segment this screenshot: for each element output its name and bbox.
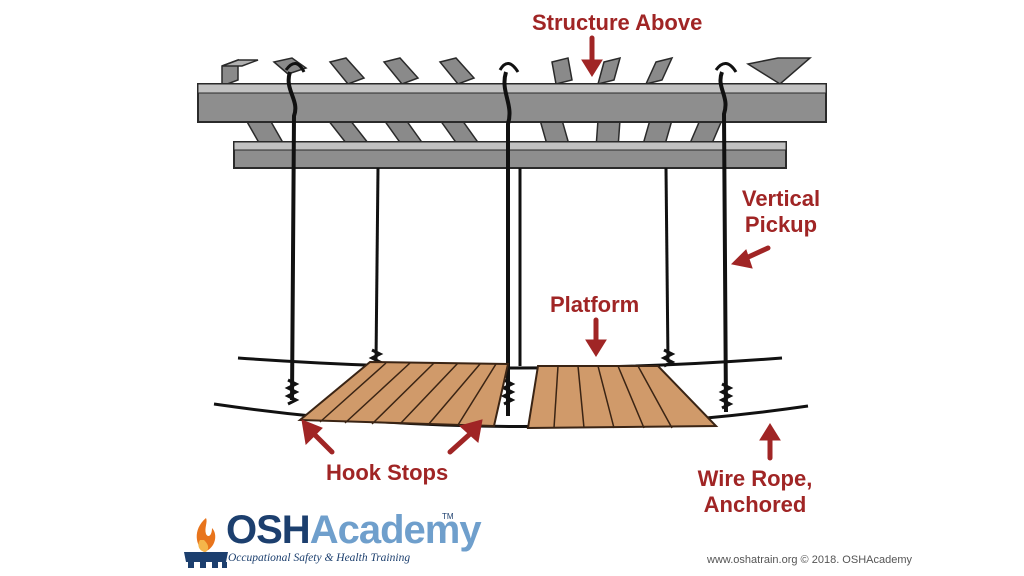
- arrow-vertical-pickup: [730, 245, 771, 269]
- logo-name: OSHAcademy: [226, 508, 482, 552]
- callout-arrows: [301, 35, 781, 461]
- vertical-pickup-ropes: [284, 62, 738, 416]
- label-hook-stops: Hook Stops: [326, 460, 449, 485]
- label-vertical-pickup-line2: Pickup: [744, 212, 818, 237]
- joist: [551, 57, 573, 85]
- arrow-structure-above: [581, 35, 603, 77]
- arrow-wire-rope: [759, 423, 781, 461]
- wire-rope-lower: [213, 402, 809, 429]
- label-wire-rope-line1: Wire Rope,: [697, 466, 813, 491]
- logo-tagline: Occupational Safety & Health Training: [228, 552, 411, 564]
- pickup-rope: [502, 71, 512, 416]
- joist: [438, 57, 476, 85]
- arrow-hook-stop-left: [301, 419, 335, 455]
- label-wire-rope-line2: Anchored: [703, 492, 807, 517]
- platform-right: [526, 365, 719, 430]
- pickup-loop: [714, 62, 738, 73]
- arrow-hook-stop-right: [447, 419, 483, 455]
- oshacademy-logo: OSHAcademy TM Occupational Safety & Heal…: [176, 506, 482, 570]
- joist: [746, 57, 813, 85]
- pickup-loop: [284, 62, 306, 73]
- joist: [596, 56, 622, 86]
- pickup-loop: [498, 62, 520, 73]
- pickup-rope: [286, 71, 298, 401]
- wire-rope-upper: [237, 356, 783, 370]
- platform-left: [297, 360, 510, 428]
- wire-ropes: [213, 356, 809, 429]
- joist: [382, 57, 420, 85]
- label-structure-above: Structure Above: [532, 10, 703, 35]
- joist: [221, 58, 259, 88]
- joist: [644, 56, 674, 86]
- joist: [328, 57, 366, 85]
- pickup-rope: [374, 167, 380, 363]
- copyright-credit: www.oshatrain.org © 2018. OSHAcademy: [707, 554, 912, 566]
- label-vertical-pickup-line1: Vertical: [741, 186, 821, 211]
- logo-trademark: TM: [442, 512, 454, 521]
- label-wire-rope: Wire Rope, Anchored: [692, 466, 818, 518]
- pickup-rope: [718, 71, 728, 413]
- logo-name-academy: Academy: [309, 508, 482, 552]
- flame-gear-icon: [184, 518, 228, 568]
- logo-name-osh: OSH: [226, 508, 311, 552]
- pickup-rope: [664, 167, 670, 363]
- label-platform: Platform: [550, 292, 640, 317]
- arrow-platform: [585, 317, 607, 357]
- label-vertical-pickup: Vertical Pickup: [740, 186, 822, 238]
